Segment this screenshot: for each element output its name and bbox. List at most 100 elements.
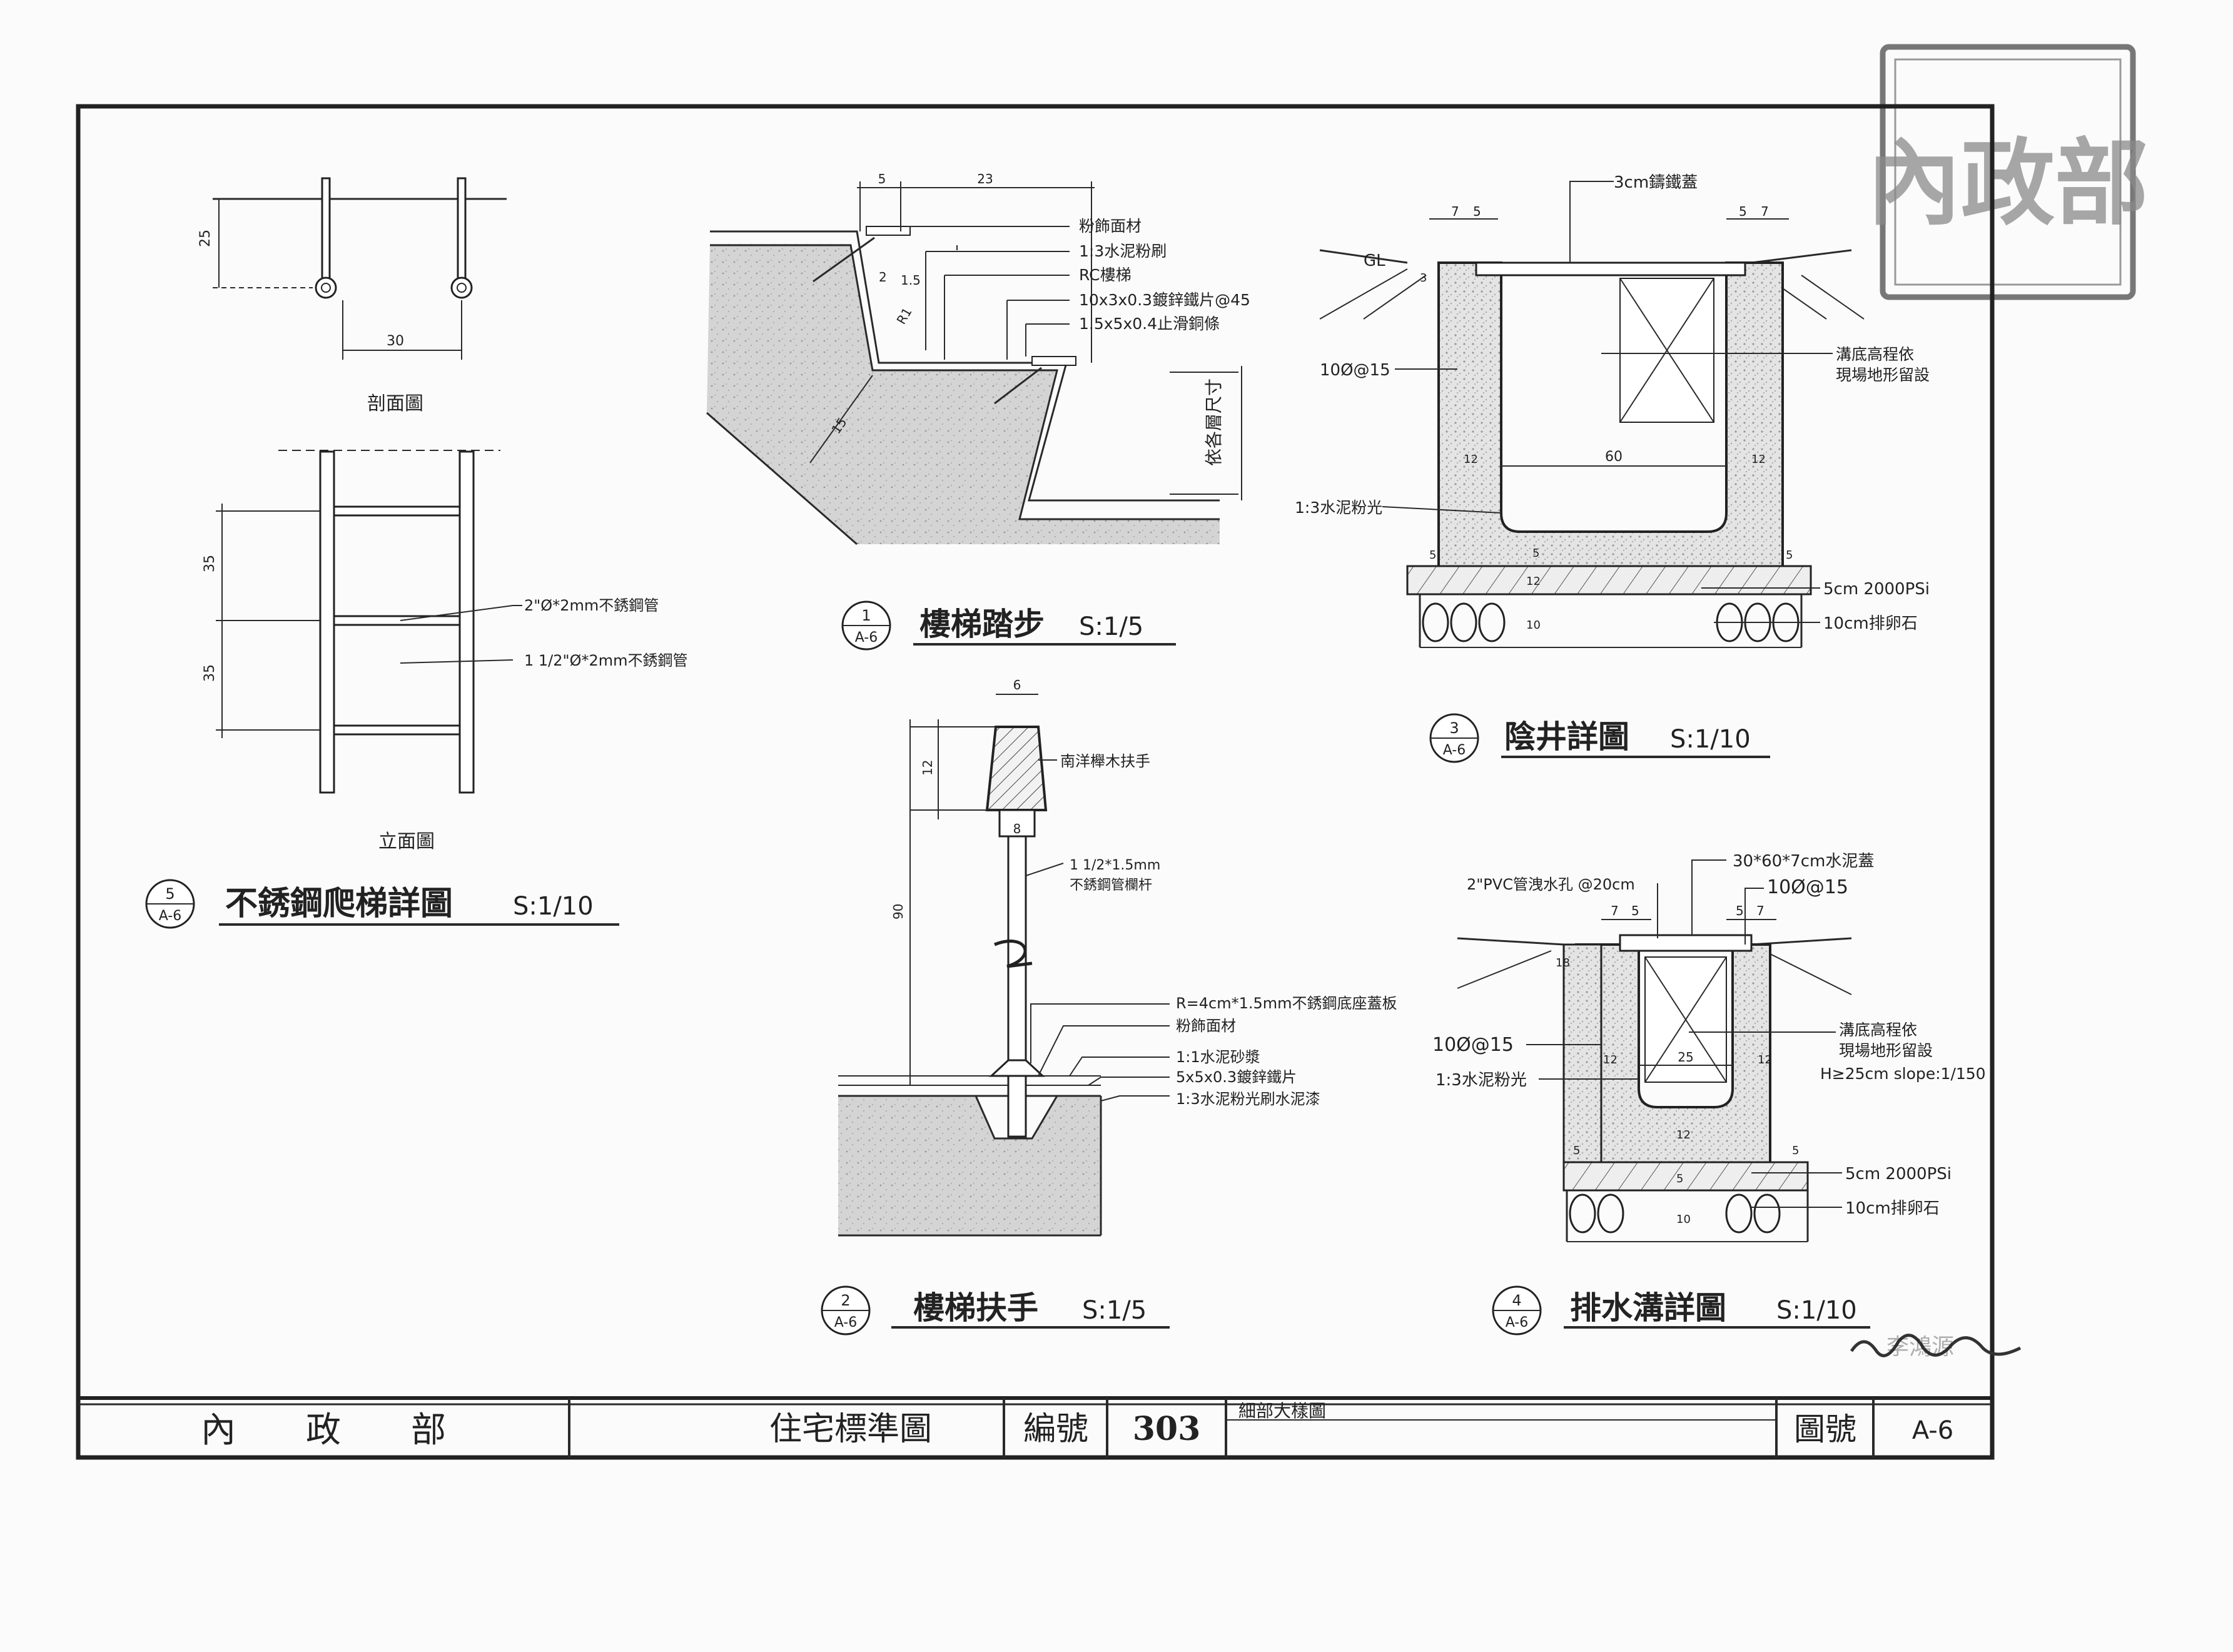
sheet-ref: A-6	[1506, 1315, 1529, 1330]
sheet-description: 細部大樣圖	[1238, 1401, 1326, 1421]
dim-text: 5	[1573, 1144, 1580, 1157]
ground-label: GL	[1364, 251, 1385, 270]
detail-5-stainless-ladder: 25 30 剖面圖 35 35 2"Ø*2mm不銹鋼管 1 1/2"Ø*2mm不…	[145, 177, 687, 929]
title-block: 內 政 部 住宅標準圖 編號 303 細部大樣圖 圖號 A-6	[76, 1396, 1994, 1459]
signature: 李鴻源	[1850, 1334, 2022, 1360]
callout-text: 3cm鑄鐵蓋	[1614, 173, 1698, 192]
sheet-value: A-6	[1912, 1416, 1953, 1445]
detail-scale: S:1/5	[1079, 612, 1143, 641]
signature-text: 李鴻源	[1886, 1334, 1954, 1360]
dim-note: 依各層尺寸	[1203, 378, 1224, 466]
callout-text: 5x5x0.3鍍鋅鐵片	[1176, 1068, 1297, 1086]
section-label: 剖面圖	[367, 393, 423, 415]
callout-text: H≥25cm slope:1/150	[1820, 1065, 1986, 1083]
dim-text: 12	[1751, 453, 1766, 466]
detail-number: 5	[165, 885, 175, 903]
dim-text: 5	[1429, 549, 1436, 562]
dim-text: 25	[1678, 1050, 1693, 1065]
sheet-ref: A-6	[1443, 742, 1466, 758]
callout-text: 5cm 2000PSi	[1845, 1165, 1952, 1183]
callout-text: 1:3水泥粉光	[1295, 499, 1382, 517]
dim-text: 35	[202, 555, 218, 572]
detail-number: 3	[1449, 719, 1459, 737]
dim-text: 5	[1532, 547, 1539, 560]
dim-text: 5	[878, 171, 886, 186]
seal-stamp: 內政部	[1867, 44, 2149, 300]
callout-text: 1 1/2*1.5mm	[1070, 858, 1160, 873]
callout-text: R=4cm*1.5mm不銹鋼底座蓋板	[1176, 995, 1397, 1012]
drawing-set-name: 住宅標準圖	[769, 1411, 932, 1448]
callout-text: 粉飾面材	[1079, 217, 1142, 235]
dim-text: 10	[1526, 619, 1541, 632]
dim-text: 5	[1739, 204, 1747, 219]
callouts: 粉飾面材 1:3水泥粉刷 RC樓梯 10x3x0.3鍍鋅鐵片@45 1.5x5x…	[907, 217, 1250, 360]
gravel	[1569, 1193, 1781, 1234]
callout-text: 現場地形留設	[1839, 1041, 1933, 1060]
dim-text: 2	[879, 270, 887, 285]
callout-text: 溝底高程依	[1839, 1021, 1917, 1039]
dim-text: R1	[894, 305, 915, 327]
dim-text: 1.5	[901, 273, 921, 288]
sheet-ref: A-6	[159, 908, 182, 924]
dim-text: 7	[1451, 204, 1459, 219]
sheet-label: 圖號	[1794, 1411, 1856, 1447]
callout-text: 粉飾面材	[1176, 1017, 1236, 1035]
dim-text: 35	[202, 664, 218, 682]
detail-number: 2	[841, 1292, 850, 1309]
callout-text: 1 1/2"Ø*2mm不銹鋼管	[524, 652, 687, 669]
dim-text: 10	[1676, 1213, 1691, 1226]
detail-title: 樓梯踏步	[919, 606, 1045, 642]
callout-text: 溝底高程依	[1836, 345, 1914, 363]
dim-text: 7	[1761, 204, 1769, 219]
number-value: 303	[1133, 1410, 1201, 1448]
callout-text: RC樓梯	[1079, 266, 1132, 284]
detail-title: 陰井詳圖	[1504, 718, 1629, 755]
detail-scale: S:1/10	[513, 892, 594, 921]
dim-text: 7	[1611, 903, 1619, 918]
detail-number: 4	[1512, 1292, 1521, 1309]
elevation-label: 立面圖	[378, 831, 435, 853]
dim-text: 5	[1631, 903, 1639, 918]
dim-text: 12	[920, 760, 935, 776]
dim-text: 60	[1605, 449, 1623, 465]
callout-text: 1:3水泥粉光	[1436, 1071, 1527, 1090]
detail-3-manhole: 7 5 5 7 3 12 60 12 5 5 5 12 10 3cm鑄鐵蓋 GL…	[1295, 173, 1930, 763]
callout-text: 2"Ø*2mm不銹鋼管	[524, 597, 659, 614]
callout-text: 不銹鋼管欄杆	[1070, 878, 1152, 893]
dim-text: 5	[1792, 1144, 1799, 1157]
callout-text: 1.5x5x0.4止滑銅條	[1079, 315, 1220, 333]
detail-scale: S:1/10	[1776, 1296, 1857, 1325]
callout-text: 1:3水泥粉刷	[1079, 242, 1167, 260]
callout-text: 10Ø@15	[1432, 1034, 1514, 1056]
dim-text: 8	[1013, 821, 1021, 836]
callout-text: 現場地形留設	[1836, 366, 1930, 384]
callout-text: 10cm排卵石	[1823, 614, 1918, 633]
detail-scale: S:1/10	[1670, 725, 1751, 754]
detail-4-drainage-ditch: 7 5 5 7 18 12 25 12 5 12 5 5 10 30*60*7c…	[1432, 852, 1986, 1335]
callout-text: 1:1水泥砂漿	[1176, 1048, 1260, 1066]
agency-name: 內 政 部	[201, 1410, 446, 1451]
callout-text: 5cm 2000PSi	[1823, 580, 1930, 599]
dim-text: 5	[1786, 549, 1793, 562]
callout-text: 10x3x0.3鍍鋅鐵片@45	[1079, 291, 1250, 309]
dim-text: 3	[1420, 271, 1427, 285]
dim-text: 12	[1758, 1053, 1772, 1067]
number-label: 編號	[1023, 1411, 1088, 1448]
dim-text: 5	[1736, 903, 1744, 918]
detail-title: 排水溝詳圖	[1570, 1289, 1726, 1326]
callout-text: 1:3水泥粉光刷水泥漆	[1176, 1090, 1320, 1108]
dim-text: 18	[1556, 956, 1570, 970]
dim-text: 25	[198, 230, 213, 247]
callout-text: 10cm排卵石	[1845, 1199, 1940, 1218]
stamp-text: 內政部	[1867, 128, 2149, 238]
callout-text: 10Ø@15	[1767, 876, 1848, 898]
callout-text: 30*60*7cm水泥蓋	[1733, 852, 1874, 871]
detail-2-handrail: 6 12 8 90 南洋櫸木扶手 1 1/2*1.5mm 不銹鋼管欄杆 R=4c…	[821, 677, 1397, 1335]
dim-text: 12	[1676, 1128, 1691, 1142]
dim-text: 5	[1676, 1172, 1683, 1185]
callout-text: 2"PVC管洩水孔 @20cm	[1467, 876, 1635, 893]
dim-text: 5	[1473, 204, 1481, 219]
detail-title: 不銹鋼爬梯詳圖	[225, 884, 453, 923]
dim-text: 12	[1603, 1053, 1618, 1067]
